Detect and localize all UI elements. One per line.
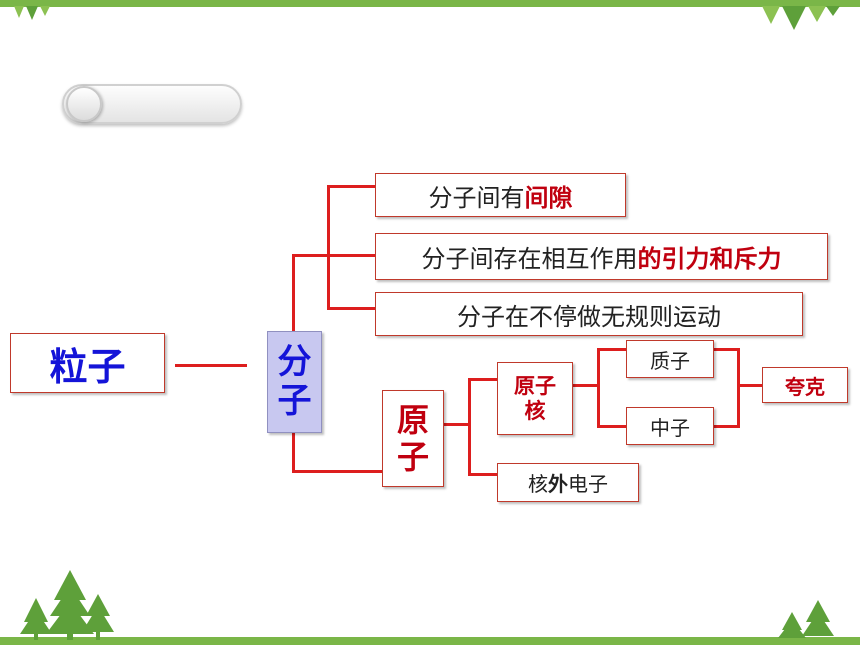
node-neutron-label: 中子 — [650, 415, 690, 440]
node-molecule-label-2: 子 — [277, 381, 312, 421]
node-molecule-motion: 分子在不停做无规则运动 — [375, 292, 803, 336]
force-highlight: 的引力和斥力 — [637, 245, 782, 273]
top-leaf-decor — [14, 6, 840, 30]
node-molecule-force: 分子间存在相互作用的引力和斥力 — [375, 233, 828, 280]
node-nucleus-label-1: 原子 — [514, 374, 556, 399]
node-atom: 原 子 — [382, 390, 444, 487]
node-atom-label-1: 原 — [396, 400, 429, 439]
electron-text-highlight: 外 — [548, 472, 568, 496]
node-atom-label-2: 子 — [396, 437, 429, 476]
gap-text: 分子间有 — [428, 183, 525, 212]
node-molecule-gap: 分子间有间隙 — [375, 173, 626, 217]
node-particle-label: 粒子 — [49, 344, 126, 389]
node-neutron: 中子 — [626, 407, 714, 445]
node-molecule: 分 子 — [267, 331, 322, 433]
top-decor-bar — [0, 0, 860, 7]
node-proton-label: 质子 — [650, 348, 690, 373]
node-nucleus: 原子 核 — [497, 362, 573, 435]
motion-text: 分子在不停做无规则运动 — [457, 302, 721, 331]
tree-decor — [20, 570, 834, 640]
gap-highlight: 间隙 — [524, 183, 573, 212]
node-nucleus-label-2: 核 — [524, 398, 546, 423]
node-quark-label: 夸克 — [785, 374, 825, 399]
node-proton: 质子 — [626, 340, 714, 378]
electron-text-b: 电子 — [568, 472, 608, 496]
node-molecule-label-1: 分 — [277, 341, 312, 382]
node-quark: 夸克 — [762, 367, 848, 403]
force-text: 分子间存在相互作用 — [421, 245, 638, 273]
node-electron: 核外电子 — [497, 463, 639, 502]
title-pill-circle — [66, 86, 102, 122]
electron-text-a: 核 — [528, 472, 548, 496]
node-particle: 粒子 — [10, 333, 165, 393]
bottom-decor-bar — [0, 637, 860, 645]
